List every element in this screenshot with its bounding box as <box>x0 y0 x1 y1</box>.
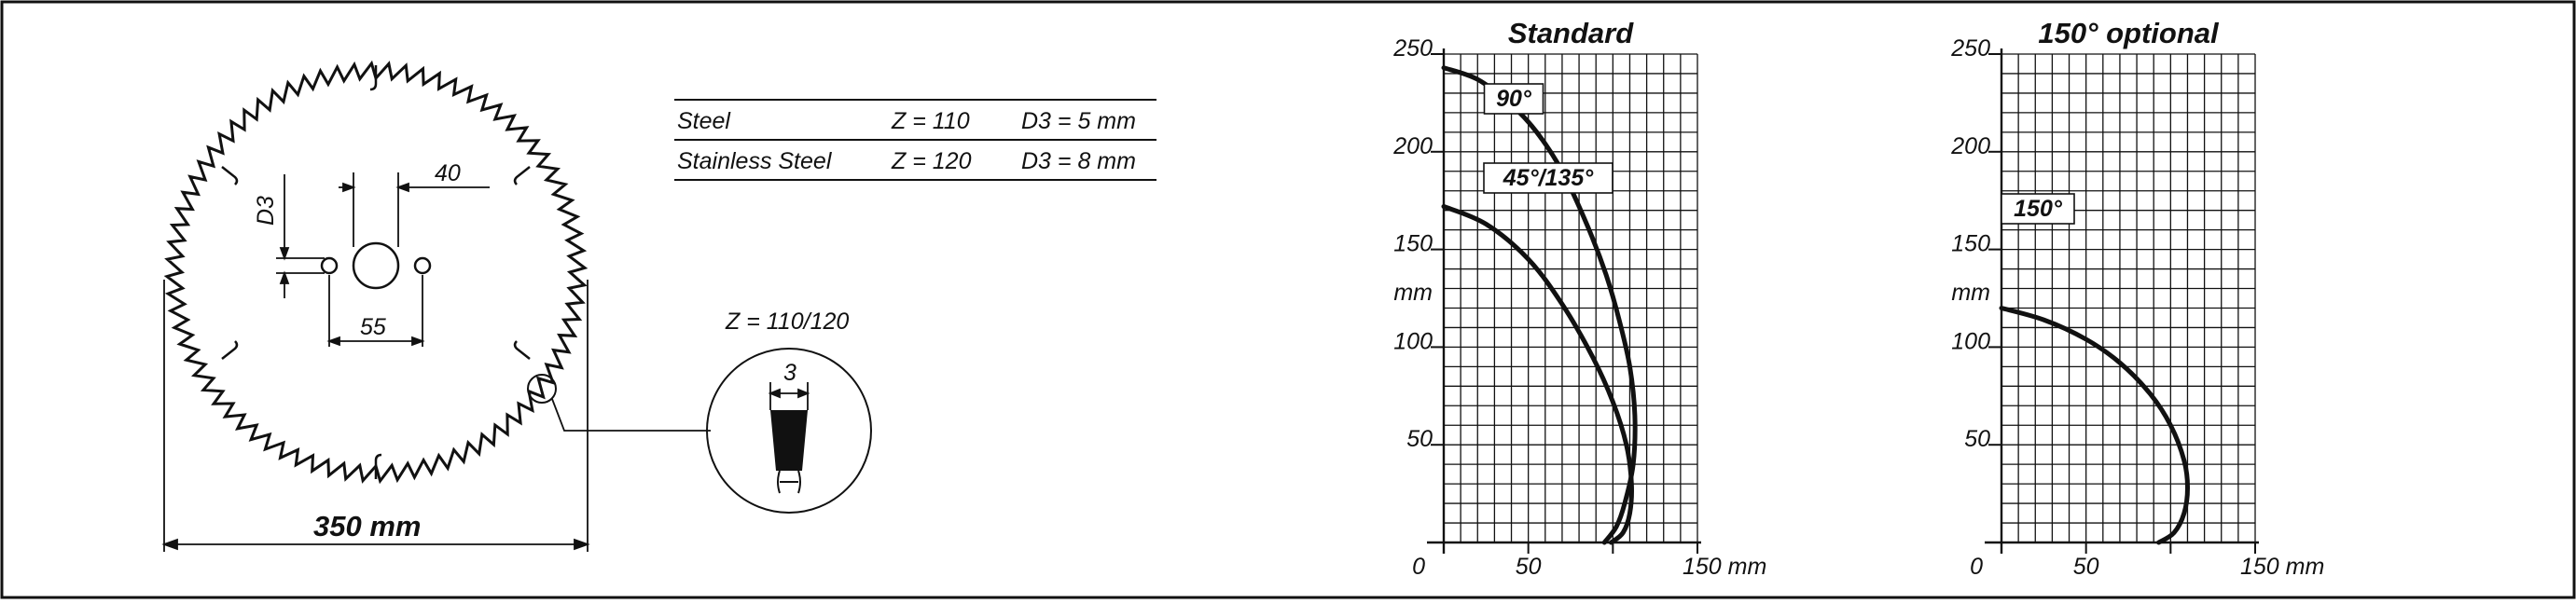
chart-standard: Standard 50 100 150 200 250 mm 0 50 150 mm 90° 45°/… <box>1392 17 1766 580</box>
tooth-count-label: Z = 110/120 <box>725 309 849 335</box>
blade-teeth <box>163 60 589 485</box>
dimension-55-label: 55 <box>360 314 386 340</box>
detail-leader <box>551 398 711 432</box>
dimension-diameter <box>161 280 590 552</box>
origin-label: 0 <box>1970 554 1983 580</box>
series-label-box <box>2001 193 2075 225</box>
saw-blade: 40 D3 55 350 mm <box>161 60 711 552</box>
y-tick-label: 250 <box>1950 35 1990 62</box>
y-tick-label: 150 <box>1393 231 1433 257</box>
y-axis-unit: mm <box>1393 280 1433 306</box>
y-tick-label: 50 <box>1964 426 1990 452</box>
y-tick-label: 200 <box>1950 133 1990 159</box>
y-tick-label: 200 <box>1392 133 1433 159</box>
detail-marker <box>527 374 557 404</box>
series-line <box>1441 204 1634 545</box>
tooth-detail: Z = 110/120 3 <box>706 309 872 514</box>
dimension-40 <box>339 172 490 247</box>
tooth-profile <box>770 410 808 471</box>
table-row-teeth: Z = 110 <box>891 108 970 134</box>
y-tick-label: 250 <box>1392 35 1433 62</box>
x-tick-label: 50 <box>2073 554 2099 580</box>
tooth-detail-circle <box>706 348 872 514</box>
series-label: 150° <box>2014 196 2063 222</box>
blade-teeth-outline <box>163 60 589 485</box>
table-row-d3: D3 = 8 mm <box>1021 148 1136 174</box>
origin-label: 0 <box>1412 554 1425 580</box>
y-tick-label: 100 <box>1951 328 1990 354</box>
tooth-body-lines <box>777 470 801 494</box>
x-axis-unit: 150 mm <box>1683 554 1766 580</box>
dimension-d3-label: D3 <box>253 196 279 226</box>
y-tick-label: 100 <box>1393 328 1433 354</box>
series-line <box>1441 65 1638 545</box>
series-label-box <box>1483 83 1544 115</box>
table-row-teeth: Z = 120 <box>891 148 972 174</box>
chart-title: Standard <box>1508 17 1634 49</box>
series-label: 45°/135° <box>1503 165 1594 191</box>
pin-hole-left <box>320 256 339 275</box>
table-row-material: Stainless Steel <box>677 148 833 174</box>
blade-body <box>177 74 575 471</box>
table-row-d3: D3 = 5 mm <box>1021 108 1136 134</box>
diameter-label: 350 mm <box>313 510 421 542</box>
y-axis-unit: mm <box>1951 280 1990 306</box>
x-tick-label: 50 <box>1516 554 1542 580</box>
table-row-material: Steel <box>677 108 731 134</box>
x-axis-unit: 150 mm <box>2240 554 2324 580</box>
y-tick-label: 50 <box>1406 426 1433 452</box>
expansion-slots <box>221 65 531 479</box>
tooth-width-label: 3 <box>783 360 796 386</box>
dimension-40-label: 40 <box>435 160 461 186</box>
chart-title: 150° optional <box>2038 17 2220 49</box>
material-table: Steel Z = 110 D3 = 5 mm Stainless Steel … <box>674 99 1156 181</box>
series-label-box <box>1483 162 1613 194</box>
bore-hole <box>352 241 400 290</box>
tooth-width-dimension <box>768 382 810 410</box>
series-line <box>1999 306 2191 545</box>
chart-150-optional: 150° optional 50 100 150 200 250 mm 0 50 150 mm 15… <box>1950 17 2324 580</box>
y-tick-label: 150 <box>1951 231 1990 257</box>
pin-hole-right <box>413 256 432 275</box>
dimension-d3 <box>276 174 325 298</box>
dimension-55 <box>326 275 425 347</box>
series-label: 90° <box>1496 86 1532 112</box>
